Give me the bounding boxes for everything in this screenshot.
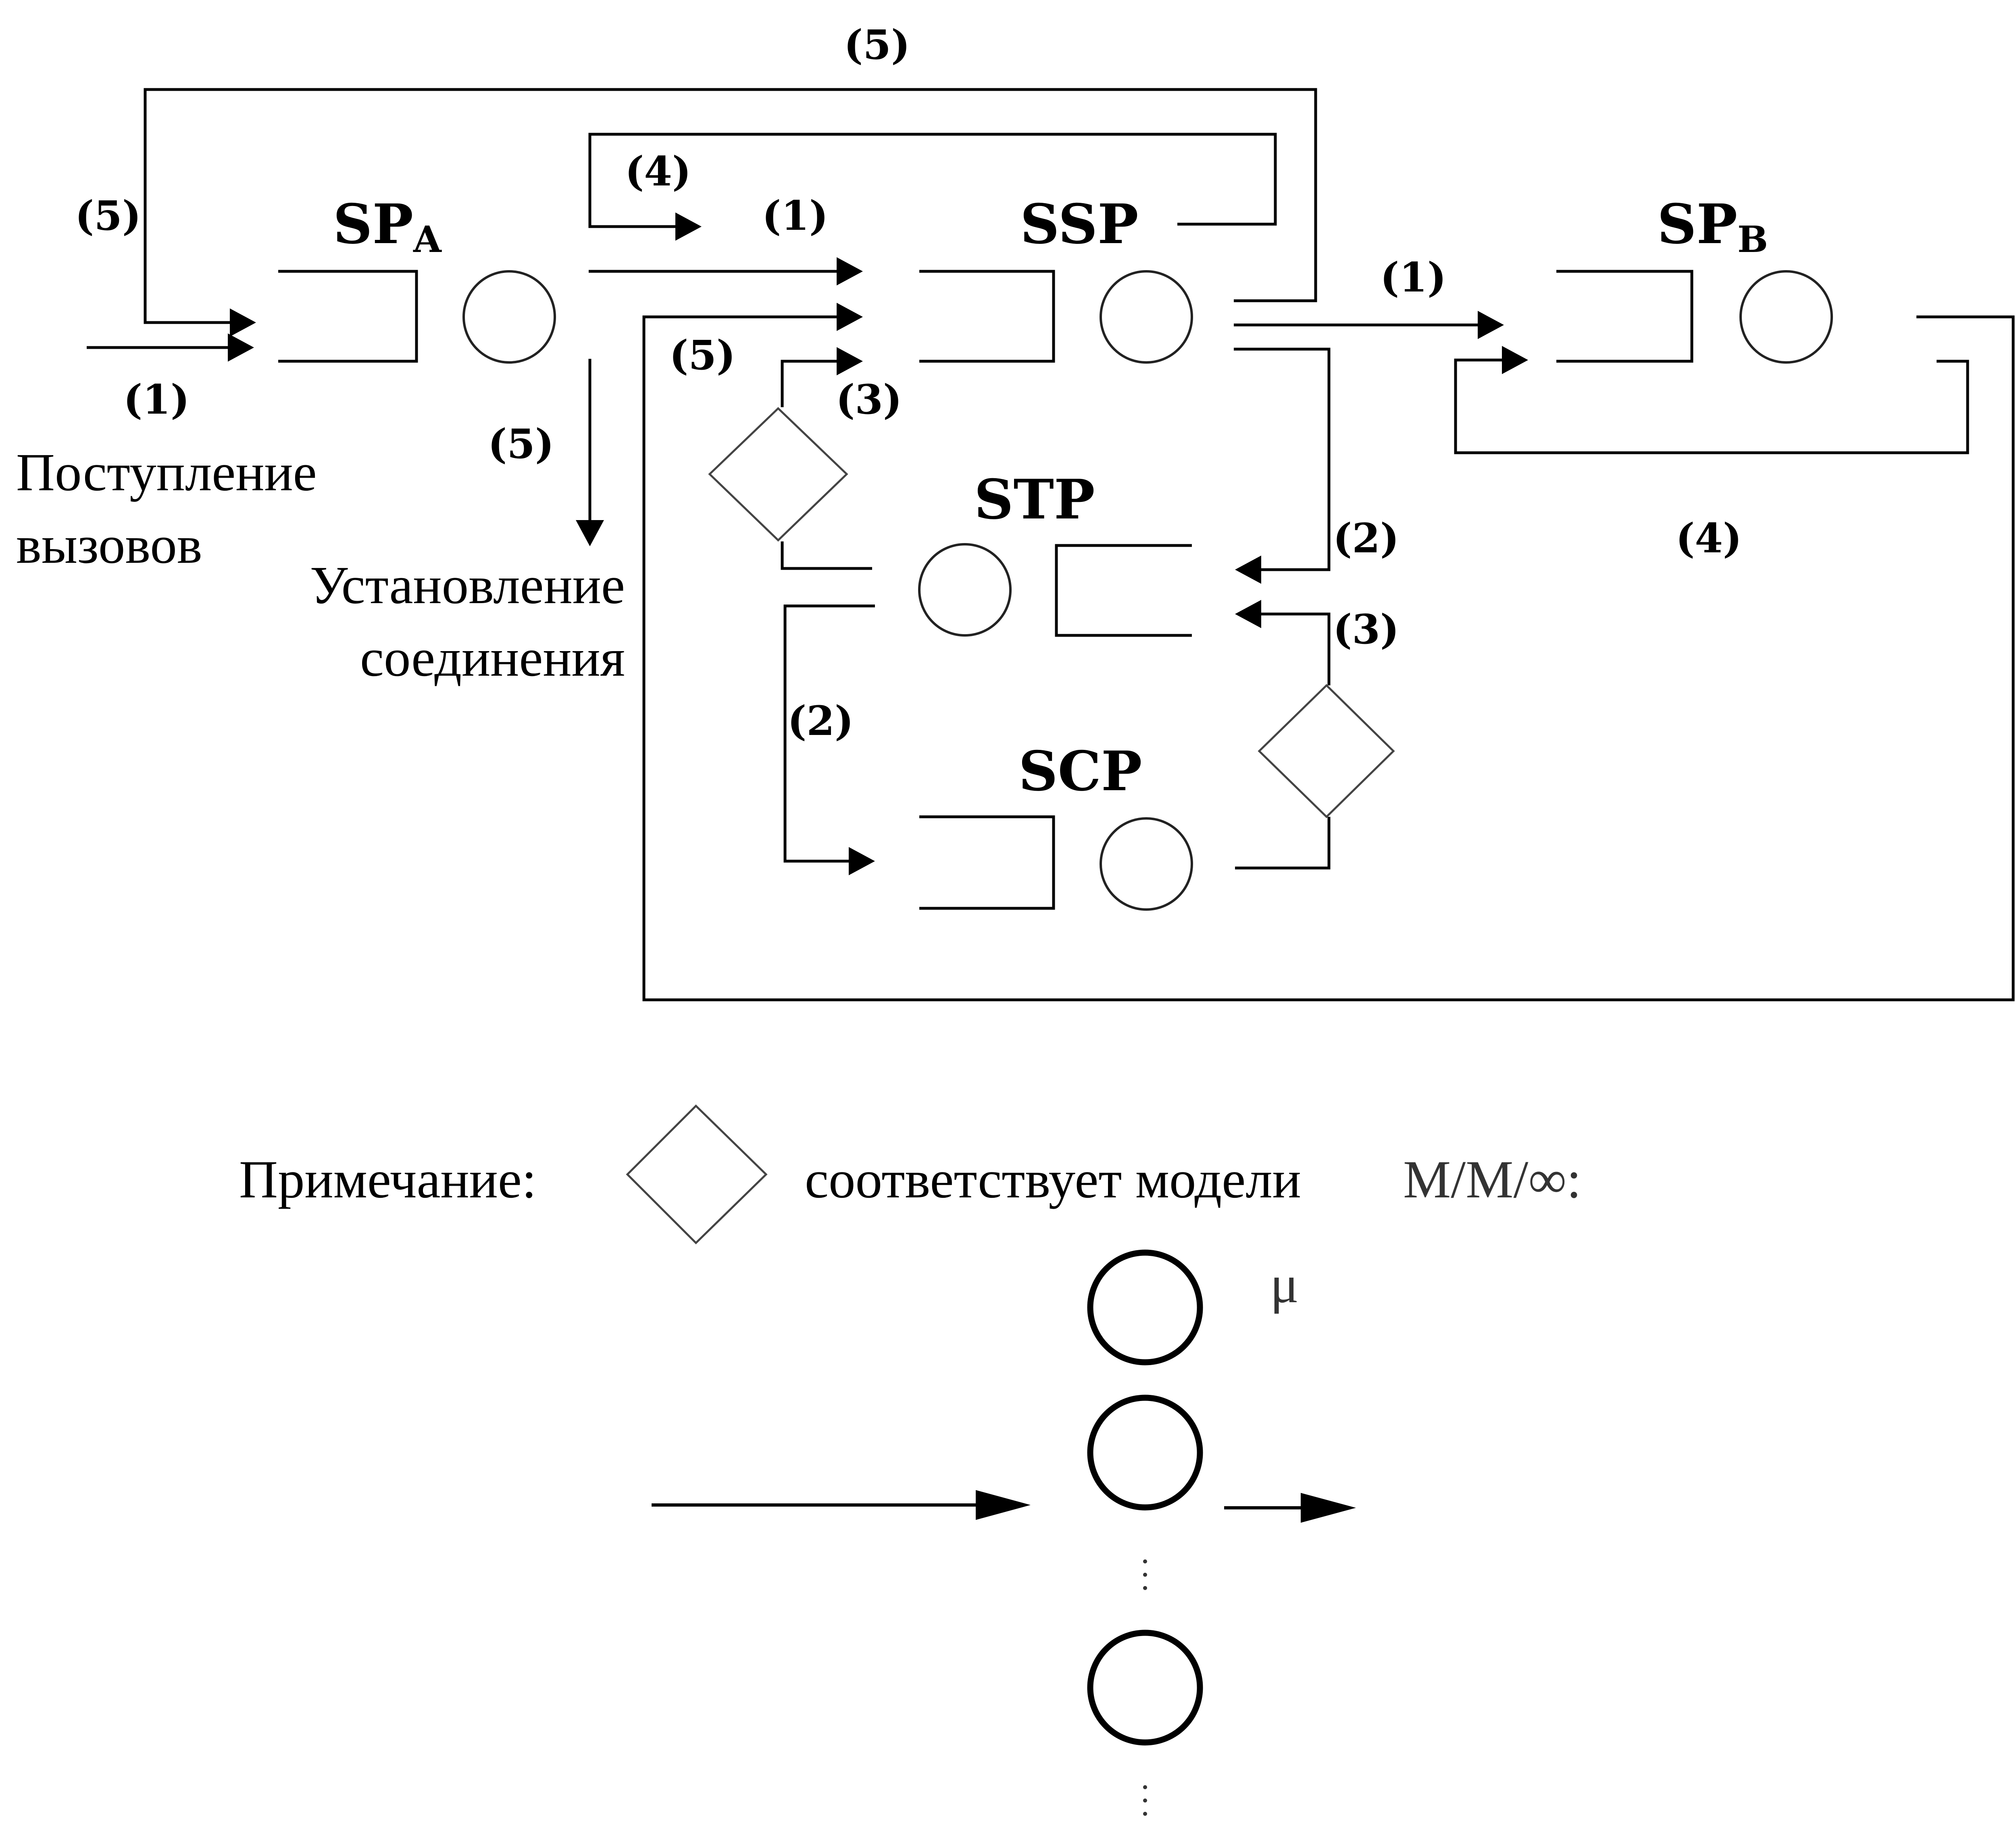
loop-4-ssp — [588, 133, 1277, 228]
arrowhead — [1235, 556, 1261, 584]
arrowhead — [1502, 346, 1528, 374]
arrowhead — [228, 333, 254, 362]
label-5-top: (5) — [844, 21, 910, 69]
label-3-stp: (3) — [1333, 606, 1399, 653]
stp-to-scp-arrow — [783, 604, 875, 863]
node-spb: SPB — [1556, 192, 1833, 364]
node-scp-label: SCP — [1018, 739, 1142, 803]
node-ssp-label: SSP — [1020, 192, 1139, 256]
arrowhead — [849, 847, 875, 875]
scp-to-stp-arrow — [1258, 612, 1331, 685]
legend-note: Примечание: соответствует модели M/M/∞: — [239, 1104, 1581, 1245]
arrowhead — [1235, 600, 1261, 628]
node-stp: STP — [918, 467, 1192, 637]
label-1-arrival: (1) — [123, 376, 190, 423]
model-server-n — [1087, 1630, 1203, 1746]
label-5-setup: (5) — [488, 420, 554, 468]
node-stp-label: STP — [974, 467, 1095, 531]
stp-to-ssp-path — [781, 541, 872, 570]
server-stp — [918, 543, 1012, 637]
arrowhead — [230, 308, 256, 337]
queue-spa — [278, 270, 418, 363]
model-mu-label: μ — [1270, 1254, 1299, 1314]
node-spa-label: SPA — [333, 192, 442, 261]
node-ssp: SSP — [919, 192, 1193, 364]
loop-5-top — [144, 88, 1317, 324]
caption-setup-line2: соединения — [360, 628, 625, 687]
server-spa — [462, 270, 556, 364]
arrowhead — [837, 347, 863, 375]
model-server-1 — [1087, 1249, 1203, 1365]
loop-5-bottom — [642, 315, 2015, 1001]
node-spa: SPA — [278, 192, 556, 364]
arrowhead — [976, 1490, 1031, 1520]
infinite-server-model: μ — [652, 1249, 1356, 1816]
arrowhead — [675, 212, 702, 241]
queue-spb — [1556, 270, 1693, 363]
arrowhead — [1301, 1493, 1356, 1523]
queue-ssp — [919, 270, 1055, 363]
arrowhead — [837, 257, 863, 285]
arrowhead — [576, 520, 604, 546]
scp-to-stp-path — [1235, 817, 1331, 870]
delay-diamond-scp-stp — [1258, 684, 1395, 818]
model-ellipsis-1 — [1143, 1559, 1147, 1590]
arrowhead — [837, 303, 863, 331]
server-scp — [1100, 817, 1193, 911]
server-ssp — [1100, 270, 1193, 364]
caption-arrivals-line1: Поступление — [16, 442, 317, 502]
label-1-spa-ssp: (1) — [762, 192, 828, 239]
label-4-ssp: (4) — [625, 148, 691, 195]
caption-arrivals-line2: вызовов — [16, 515, 202, 575]
label-1-ssp-spb: (1) — [1380, 254, 1446, 301]
server-spb — [1739, 270, 1833, 364]
note-text: соответствует модели — [805, 1149, 1301, 1209]
label-2-stp: (2) — [1333, 514, 1399, 562]
arrowhead — [1478, 311, 1504, 339]
delay-diamond-stp-ssp — [708, 407, 848, 542]
note-label: Примечание: — [239, 1149, 537, 1209]
label-2-scp: (2) — [787, 697, 854, 745]
note-model: M/M/∞: — [1403, 1149, 1581, 1209]
queue-stp — [1055, 544, 1192, 637]
model-ellipsis-2 — [1143, 1785, 1147, 1816]
loop-4-spb — [1454, 358, 1969, 454]
label-3-ssp: (3) — [836, 376, 902, 423]
node-spb-label: SPB — [1657, 192, 1768, 261]
legend-diamond — [626, 1104, 768, 1245]
caption-setup-line1: Установление — [310, 555, 625, 615]
label-5-bottom-loop: (5) — [669, 331, 735, 379]
queue-scp — [919, 815, 1055, 910]
stp-to-ssp-arrow — [781, 360, 843, 407]
label-4-spb: (4) — [1676, 514, 1742, 562]
ssp-to-stp-arrow — [1234, 348, 1331, 571]
node-scp: SCP — [919, 739, 1193, 911]
label-5-left: (5) — [75, 192, 141, 239]
model-server-2 — [1087, 1395, 1203, 1511]
